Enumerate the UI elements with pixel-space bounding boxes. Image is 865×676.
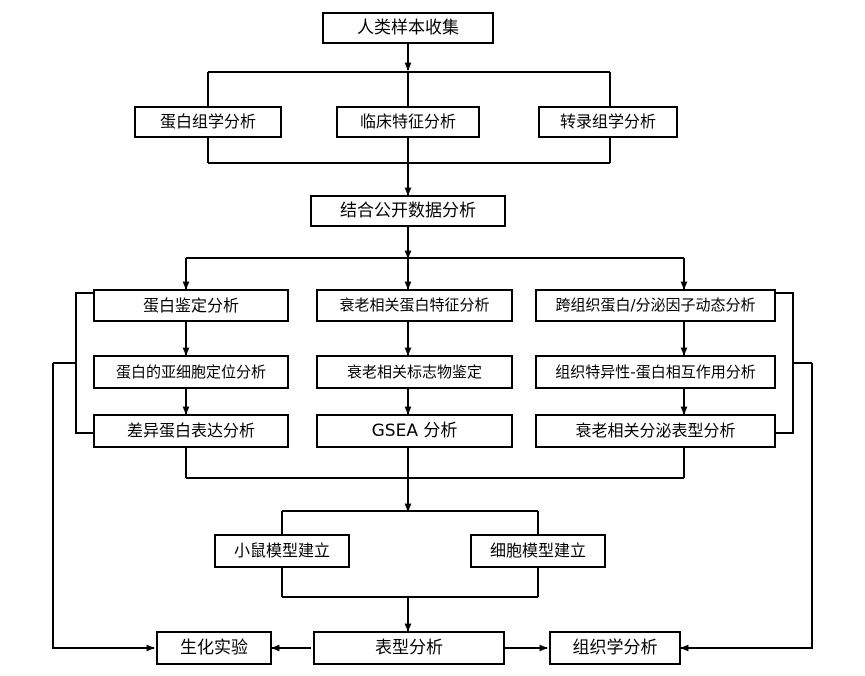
node-label: 小鼠模型建立 [233,541,330,561]
node-label: 衰老相关分泌表型分析 [575,421,736,441]
node-histology[interactable]: 组织学分析 [549,631,681,665]
node-label: 衰老相关蛋白特征分析 [339,296,490,315]
node-label: 组织学分析 [572,637,658,658]
node-label: 临床特征分析 [359,112,456,132]
edge-left-bus-to-biochem [51,363,155,652]
node-label: 结合公开数据分析 [340,200,476,221]
node-label: 衰老相关标志物鉴定 [346,362,482,381]
node-label: 差异蛋白表达分析 [126,421,255,441]
edge-right-bracket-cross-tissue [776,291,795,435]
node-diff-expression[interactable]: 差异蛋白表达分析 [93,414,289,448]
node-label: 人类样本收集 [357,17,459,38]
node-cross-tissue[interactable]: 跨组织蛋白/分泌因子动态分析 [535,289,776,322]
node-transcriptomics[interactable]: 转录组学分析 [538,106,678,138]
node-label: 生化实验 [180,637,248,658]
edge-right-bus-to-histology [680,363,814,652]
node-tissue-specific[interactable]: 组织特异性-蛋白相互作用分析 [535,355,776,389]
node-label: 转录组学分析 [559,112,656,132]
node-label: 表型分析 [375,637,443,658]
node-clinical[interactable]: 临床特征分析 [336,106,480,138]
edge-left-bracket-protein-id [74,291,93,435]
node-sample-collection[interactable]: 人类样本收集 [322,12,494,44]
node-subcellular[interactable]: 蛋白的亚细胞定位分析 [93,355,289,389]
node-label: 跨组织蛋白/分泌因子动态分析 [555,296,756,315]
node-aging-marker[interactable]: 衰老相关标志物鉴定 [316,355,513,389]
node-label: 组织特异性-蛋白相互作用分析 [555,362,756,381]
node-public-data[interactable]: 结合公开数据分析 [310,195,506,227]
node-mouse-model[interactable]: 小鼠模型建立 [214,534,350,568]
node-label: 蛋白组学分析 [159,112,256,132]
node-label: 蛋白鉴定分析 [142,295,239,315]
node-biochem[interactable]: 生化实验 [156,631,272,665]
node-proteomics[interactable]: 蛋白组学分析 [134,106,282,138]
node-label: GSEA 分析 [371,420,458,441]
node-gsea[interactable]: GSEA 分析 [316,414,513,448]
node-aging-protein-feature[interactable]: 衰老相关蛋白特征分析 [316,289,513,322]
node-label: 蛋白的亚细胞定位分析 [115,362,266,381]
node-phenotype[interactable]: 表型分析 [313,631,505,665]
node-cell-model[interactable]: 细胞模型建立 [470,534,606,568]
node-label: 细胞模型建立 [489,541,586,561]
node-sasp[interactable]: 衰老相关分泌表型分析 [535,414,776,448]
node-protein-id[interactable]: 蛋白鉴定分析 [93,289,289,322]
